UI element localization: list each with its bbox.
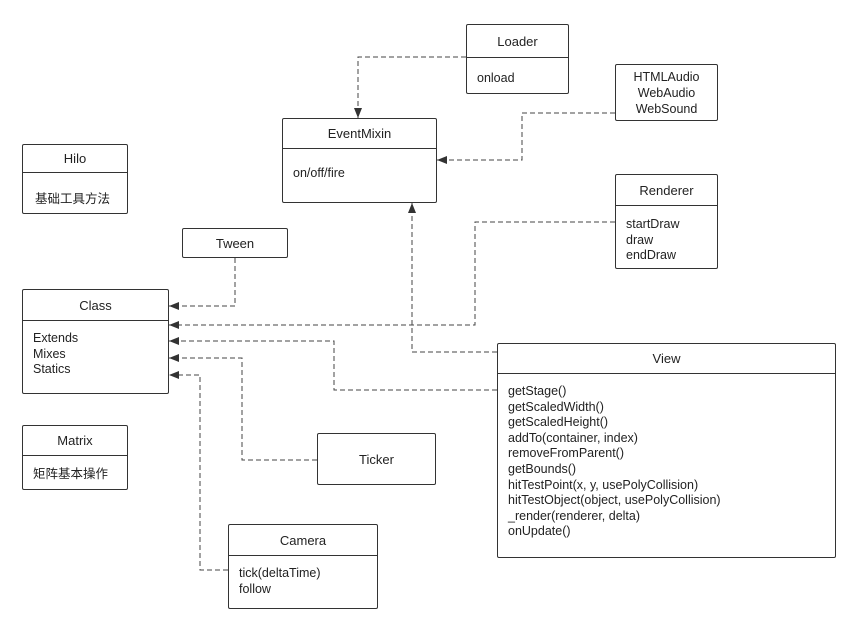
loader-node: Loader onload <box>466 24 569 94</box>
view-member: getBounds() <box>508 461 577 476</box>
tween-node: Tween <box>182 228 288 258</box>
audio-line: WebSound <box>635 102 698 116</box>
eventmixin-member: on/off/fire <box>293 166 345 180</box>
eventmixin-members: on/off/fire <box>283 149 436 182</box>
eventmixin-title: EventMixin <box>283 119 436 149</box>
edge-audio-to-eventmixin <box>437 112 615 164</box>
view-member: onUpdate() <box>508 524 571 539</box>
ticker-title: Ticker <box>359 451 394 467</box>
view-member: getScaledHeight() <box>508 415 609 430</box>
hilo-node: Hilo 基础工具方法 <box>22 144 128 214</box>
view-member: hitTestPoint(x, y, usePolyCollision) <box>508 477 699 492</box>
view-member: getScaledWidth() <box>508 399 604 414</box>
renderer-member: startDraw <box>626 217 680 231</box>
renderer-member: draw <box>626 232 654 247</box>
renderer-members: startDraw draw endDraw <box>616 206 717 264</box>
audio-line: HTMLAudio <box>633 70 700 84</box>
camera-members: tick(deltaTime) follow <box>229 556 377 597</box>
view-members: getStage() getScaledWidth() getScaledHei… <box>498 374 835 540</box>
loader-member: onload <box>477 71 515 85</box>
edge-renderer-to-class <box>169 221 615 329</box>
hilo-members: 基础工具方法 <box>23 173 127 208</box>
loader-members: onload <box>467 58 568 87</box>
edge-ticker-to-class <box>169 354 317 461</box>
matrix-members: 矩阵基本操作 <box>23 456 127 483</box>
loader-title: Loader <box>467 25 568 58</box>
edge-loader-to-eventmixin <box>354 56 466 118</box>
view-member: _render(renderer, delta) <box>508 508 641 523</box>
matrix-title: Matrix <box>23 426 127 456</box>
audio-node: HTMLAudio WebAudio WebSound <box>615 64 718 121</box>
hilo-title: Hilo <box>23 145 127 173</box>
view-member: removeFromParent() <box>508 446 624 461</box>
class-member: Statics <box>33 362 71 377</box>
renderer-title: Renderer <box>616 175 717 206</box>
matrix-member: 矩阵基本操作 <box>33 467 109 481</box>
ticker-node: Ticker <box>317 433 436 485</box>
hilo-member: 基础工具方法 <box>35 192 111 206</box>
class-member: Mixes <box>33 346 66 361</box>
audio-lines: HTMLAudio WebAudio WebSound <box>616 65 717 117</box>
edge-camera-to-class <box>169 371 228 571</box>
class-node: Class Extends Mixes Statics <box>22 289 169 394</box>
camera-member: tick(deltaTime) <box>239 566 321 580</box>
view-member: getStage() <box>508 384 567 398</box>
view-title: View <box>498 344 835 374</box>
tween-title: Tween <box>215 235 255 251</box>
class-member: Extends <box>33 331 79 345</box>
audio-line: WebAudio <box>637 86 696 100</box>
class-members: Extends Mixes Statics <box>23 321 168 378</box>
camera-member: follow <box>239 581 271 596</box>
renderer-node: Renderer startDraw draw endDraw <box>615 174 718 269</box>
edge-view-to-eventmixin <box>408 203 497 353</box>
camera-title: Camera <box>229 525 377 556</box>
eventmixin-node: EventMixin on/off/fire <box>282 118 437 203</box>
camera-node: Camera tick(deltaTime) follow <box>228 524 378 609</box>
view-member: addTo(container, index) <box>508 430 638 445</box>
view-member: hitTestObject(object, usePolyCollision) <box>508 493 721 508</box>
renderer-member: endDraw <box>626 248 677 263</box>
class-title: Class <box>23 290 168 321</box>
edge-view-to-class <box>169 337 497 391</box>
edge-tween-to-class <box>169 258 236 310</box>
view-node: View getStage() getScaledWidth() getScal… <box>497 343 836 558</box>
matrix-node: Matrix 矩阵基本操作 <box>22 425 128 490</box>
